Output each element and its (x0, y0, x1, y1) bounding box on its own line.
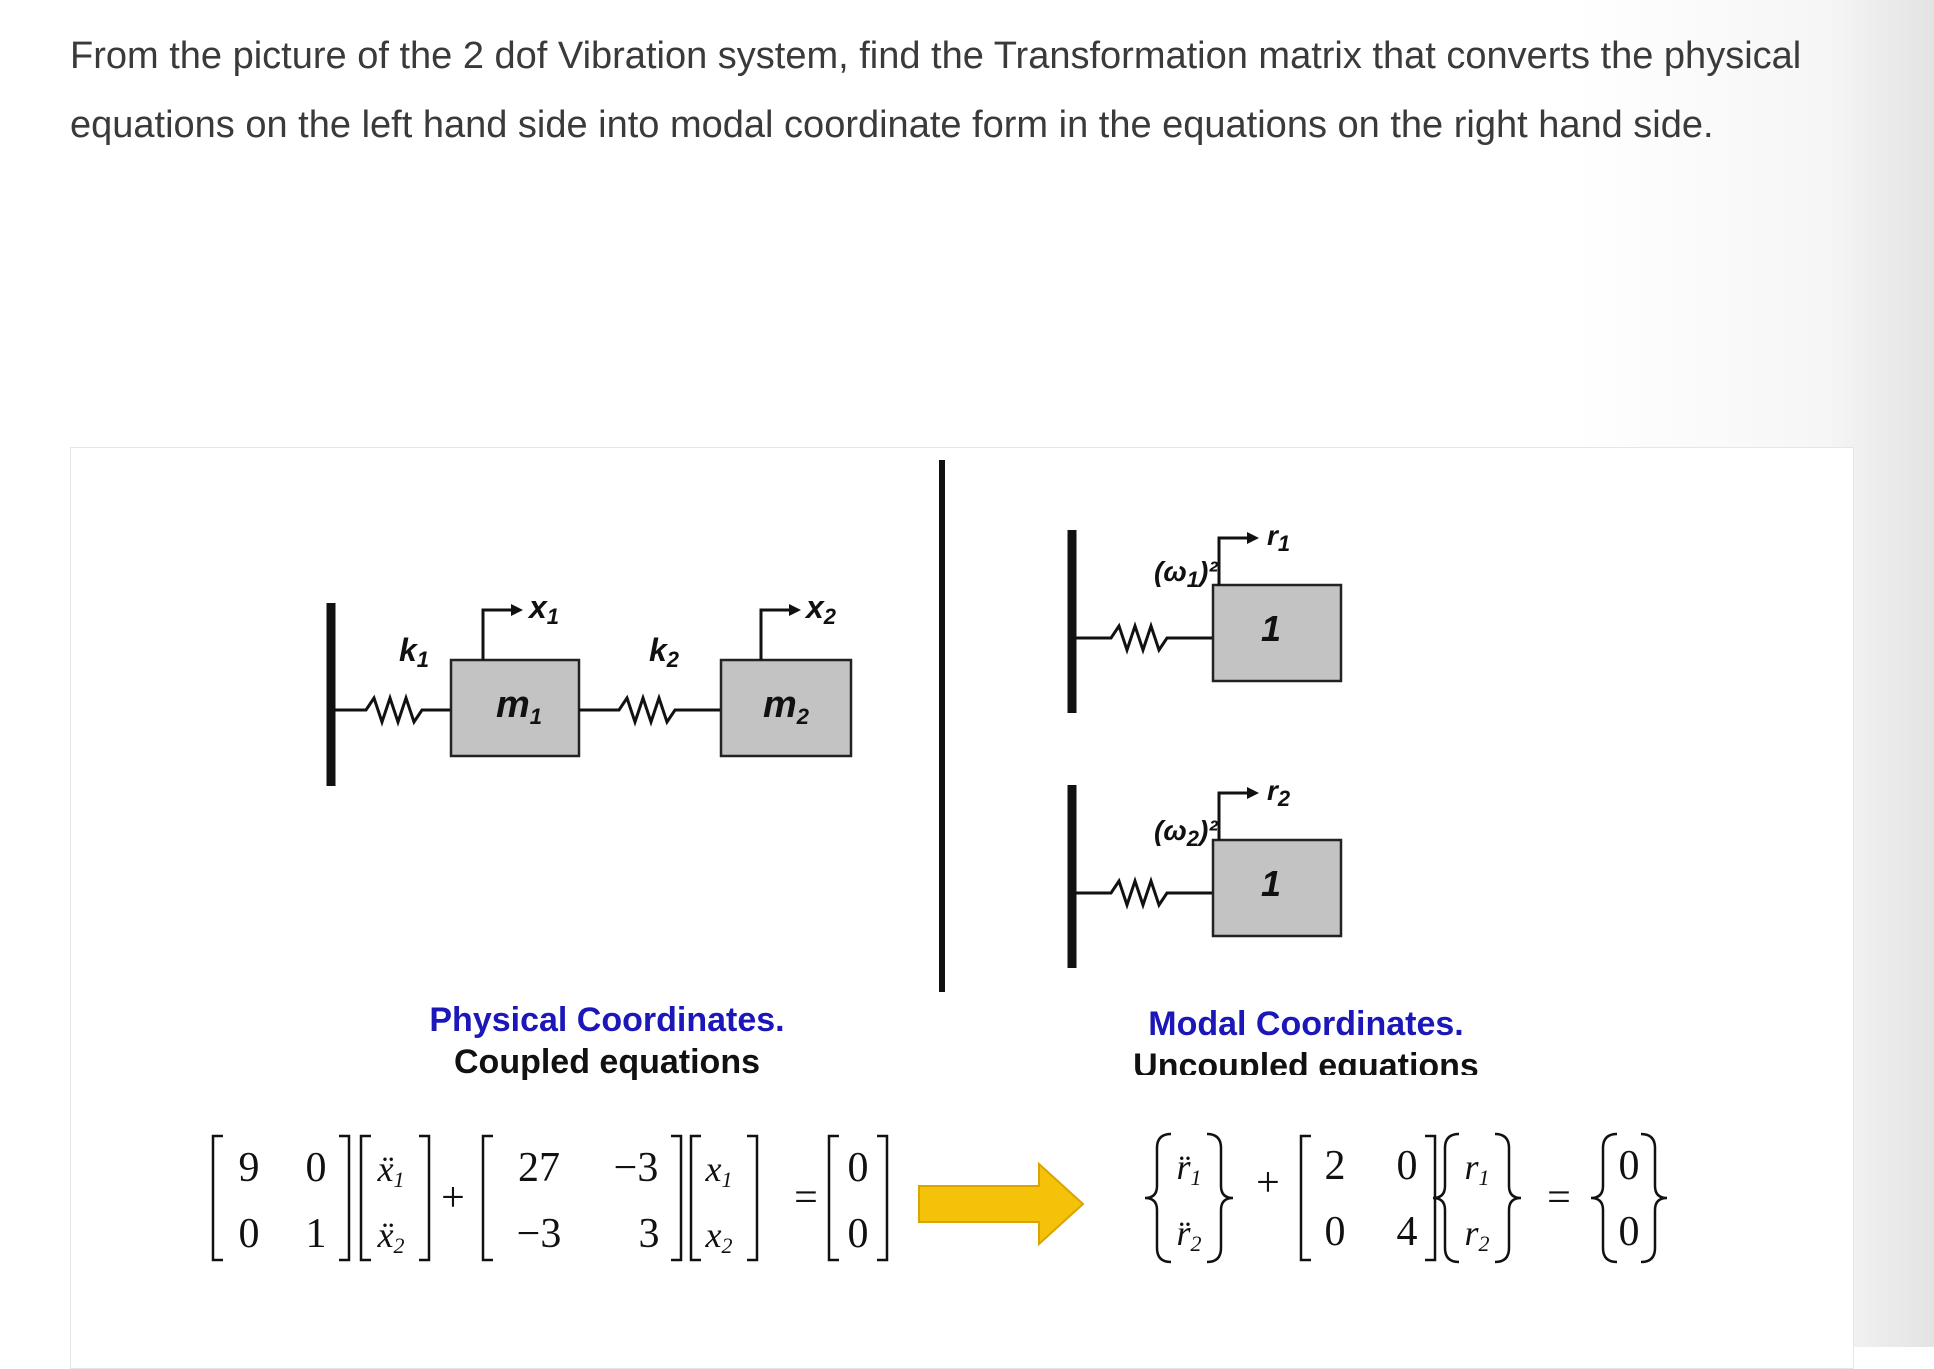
K-bracket-left (481, 1134, 493, 1262)
physical-caption-title: Physical Coordinates. (429, 1001, 784, 1039)
spring-w2 (1072, 876, 1213, 910)
K-11: 27 (518, 1145, 560, 1191)
r-2: r2 (1464, 1213, 1489, 1256)
rhs-modal-1: 0 (1619, 1143, 1640, 1189)
x2-arrowhead (789, 604, 801, 616)
modal-mass-2-label: 1 (1261, 863, 1281, 904)
mass-m2 (719, 658, 853, 758)
modal-plus: + (1256, 1160, 1280, 1206)
K-12: −3 (614, 1145, 659, 1191)
modal-mass-1 (1211, 583, 1343, 683)
M-bracket-right (339, 1134, 351, 1262)
x1-label: x1 (527, 589, 559, 629)
transformation-arrow-icon (918, 1161, 1085, 1247)
rdd-1: r̈1 (1176, 1147, 1201, 1190)
Km-21: 0 (1325, 1209, 1346, 1255)
rhs-modal-brace-right (1640, 1132, 1668, 1264)
M-bracket-left (211, 1134, 223, 1262)
spring-k2 (579, 693, 721, 727)
r-brace-left (1432, 1132, 1460, 1264)
rhs-1: 0 (848, 1145, 869, 1191)
x2-arrow-line (759, 608, 789, 660)
rhs-modal-brace-left (1590, 1132, 1618, 1264)
rhs-modal-2: 0 (1619, 1209, 1640, 1255)
k2-label: k2 (649, 632, 680, 672)
r1-arrowhead (1247, 532, 1259, 544)
M-12: 0 (306, 1145, 327, 1191)
physical-equals: = (794, 1175, 818, 1221)
modal-equals: = (1547, 1175, 1571, 1221)
m2-label: m2 (763, 684, 810, 729)
x-2: x2 (705, 1215, 733, 1258)
physical-equation (211, 1134, 889, 1262)
question-text: From the picture of the 2 dof Vibration … (70, 35, 1802, 146)
r2-arrowhead (1247, 787, 1259, 799)
x1-arrow-line (481, 608, 511, 660)
modal-mass-2 (1211, 838, 1343, 938)
vibration-diagram: k1 m1 x1 k2 m2 x2 Physical Coordinates. … (211, 460, 1668, 1264)
modal-equation (1144, 1132, 1668, 1264)
rdd-brace-right (1206, 1132, 1234, 1264)
spring-k1 (331, 693, 451, 727)
K-21: −3 (517, 1211, 562, 1257)
w2-label: (ω2)² (1154, 815, 1218, 851)
rhs-2: 0 (848, 1211, 869, 1257)
k1-label: k1 (399, 632, 429, 672)
spring-w1 (1072, 621, 1213, 655)
m1-label: m1 (496, 684, 542, 729)
modal-caption-title: Modal Coordinates. (1148, 1005, 1463, 1043)
physical-equation-text: 9 0 0 1 ẍ1 ẍ2 + 27 −3 −3 3 x1 x2 = 0 0 (239, 1145, 869, 1258)
x-bracket-left (689, 1134, 701, 1262)
r2-label: r2 (1267, 775, 1291, 811)
xdd-bracket-right (419, 1134, 431, 1262)
rdd-2: r̈2 (1176, 1213, 1201, 1256)
xdd-bracket-left (359, 1134, 371, 1262)
physical-system: k1 m1 x1 k2 m2 x2 Physical Coordinates. … (326, 589, 853, 1081)
K-22: 3 (639, 1211, 660, 1257)
modal-caption-sub: Uncoupled equations (1133, 1047, 1479, 1085)
w1-label: (ω1)² (1154, 556, 1218, 592)
K-bracket-right (671, 1134, 683, 1262)
vibration-figure: k1 m1 x1 k2 m2 x2 Physical Coordinates. … (70, 447, 1854, 1369)
rdd-brace-left (1144, 1132, 1172, 1264)
x-1: x1 (705, 1149, 733, 1192)
mass-m1 (449, 658, 581, 758)
r-brace-right (1494, 1132, 1522, 1264)
r2-arrow-line (1217, 791, 1247, 840)
physical-caption-sub: Coupled equations (454, 1043, 760, 1081)
M-11: 9 (239, 1145, 260, 1191)
r1-label: r1 (1267, 520, 1290, 556)
physical-plus: + (441, 1175, 465, 1221)
x-bracket-right (747, 1134, 759, 1262)
modal-equation-text: r̈1 r̈2 + 2 0 0 4 r1 r2 = 0 0 (1176, 1143, 1639, 1256)
Km-11: 2 (1325, 1143, 1346, 1189)
rhs-bracket-left (827, 1134, 839, 1262)
rhs-bracket-right (877, 1134, 889, 1262)
xdd-2: ẍ2 (377, 1215, 405, 1258)
modal-system: (ω1)² 1 r1 (ω2)² 1 r2 Modal Coordinates.… (1067, 520, 1479, 1085)
r1-arrow-line (1217, 536, 1247, 585)
modal-mass-1-label: 1 (1261, 608, 1281, 649)
x1-arrowhead (511, 604, 523, 616)
M-22: 1 (306, 1211, 327, 1257)
xdd-1: ẍ1 (377, 1149, 405, 1192)
r-1: r1 (1464, 1147, 1489, 1190)
Km-12: 0 (1397, 1143, 1418, 1189)
Km-22: 4 (1397, 1209, 1418, 1255)
x2-label: x2 (804, 589, 837, 629)
Km-bracket-left (1299, 1134, 1311, 1262)
M-21: 0 (239, 1211, 260, 1257)
